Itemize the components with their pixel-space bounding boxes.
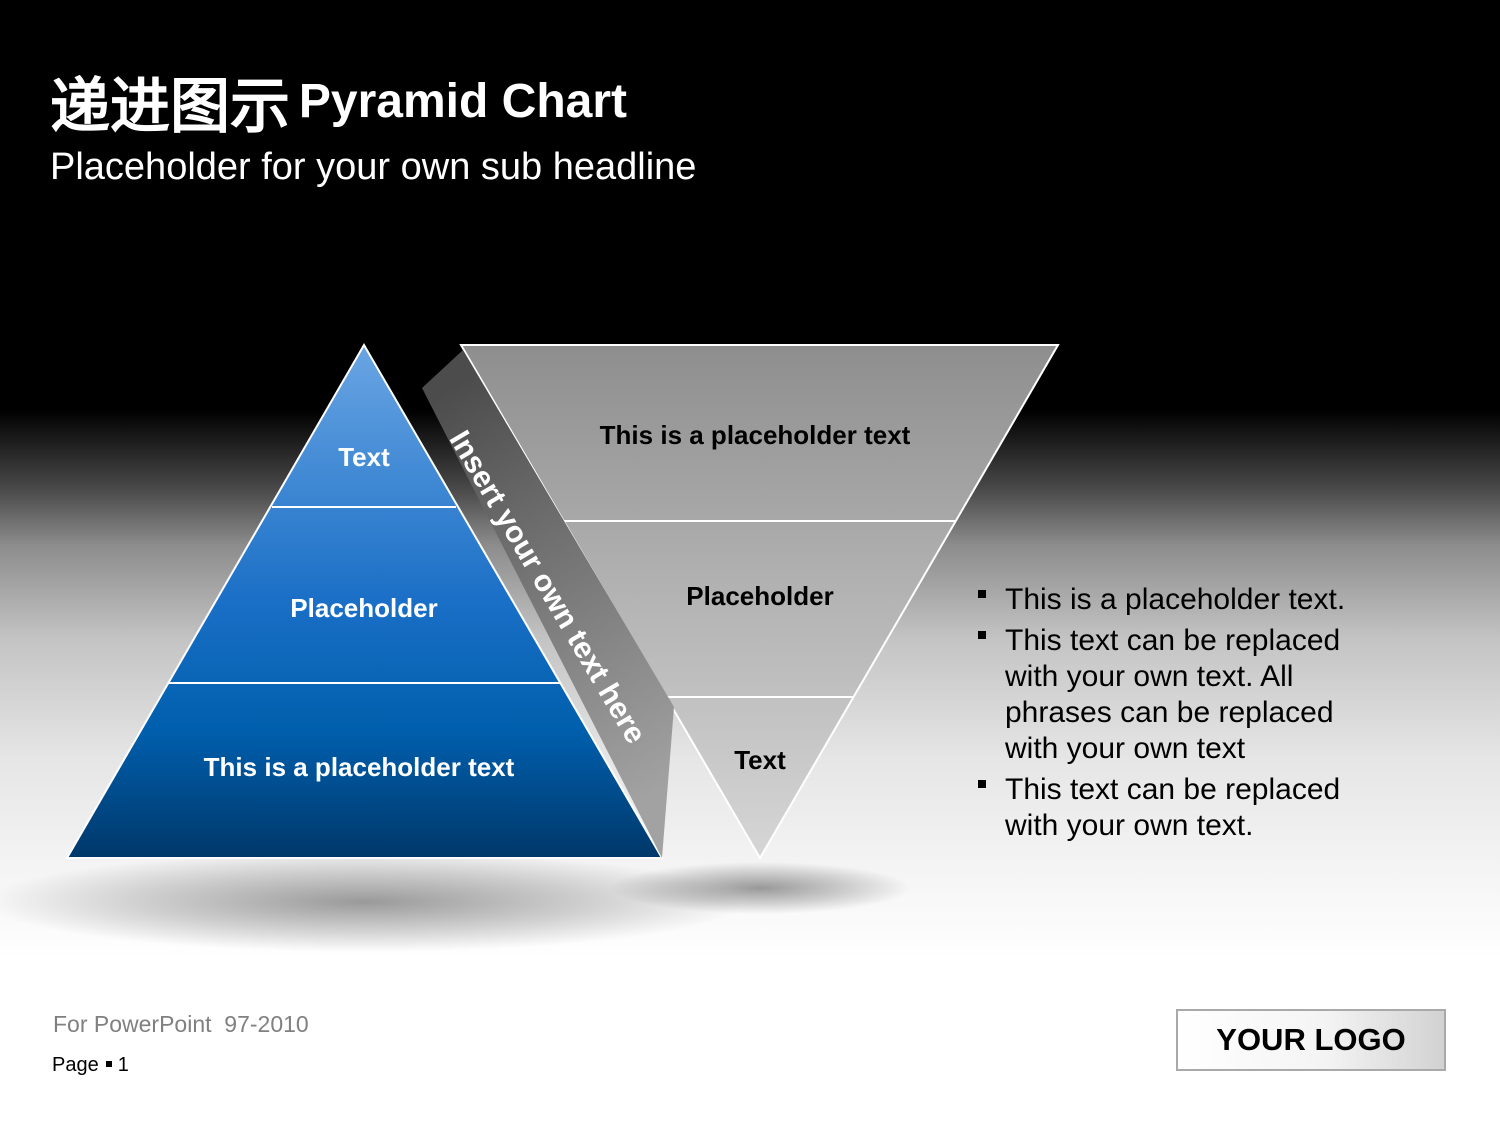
footer-note: For PowerPoint 97-2010 xyxy=(53,1011,309,1037)
list-item: This text can be replaced with your own … xyxy=(975,772,1395,844)
list-item: This is a placeholder text. xyxy=(975,582,1395,618)
pyramid-level-2-label: Placeholder xyxy=(290,593,437,623)
page-title: 递进图示 Pyramid Chart xyxy=(50,58,627,145)
inverted-pyramid-level-2-label: Placeholder xyxy=(686,581,833,611)
inverted-pyramid-level-1-label: This is a placeholder text xyxy=(600,420,911,450)
bullet-text: This text can be replaced with your own … xyxy=(1005,773,1341,842)
bullet-text: This is a placeholder text. xyxy=(1005,583,1346,616)
logo-text: YOUR LOGO xyxy=(1216,1022,1406,1057)
inverted-pyramid-level-3-label: Text xyxy=(734,745,786,775)
page-indicator: Page 1 xyxy=(52,1054,129,1077)
pyramid-shadow xyxy=(0,852,745,952)
list-item: This text can be replaced with your own … xyxy=(975,623,1395,767)
square-bullet-icon xyxy=(978,631,986,639)
pyramid-shape xyxy=(65,343,664,859)
page-title-english: Pyramid Chart xyxy=(298,75,627,128)
inverted-pyramid-shadow xyxy=(610,862,910,914)
logo-placeholder: YOUR LOGO xyxy=(1176,1009,1446,1071)
page-subtitle: Placeholder for your own sub headline xyxy=(50,146,697,188)
page-number: 1 xyxy=(117,1054,129,1076)
pyramid-level-3-label: This is a placeholder text xyxy=(204,752,515,782)
banner-band xyxy=(422,350,674,858)
inverted-pyramid: This is a placeholder text Placeholder T… xyxy=(459,344,1060,860)
square-separator-icon xyxy=(105,1060,112,1067)
square-bullet-icon xyxy=(978,590,986,598)
pyramid: Text Placeholder This is a placeholder t… xyxy=(65,343,664,859)
square-bullet-icon xyxy=(978,780,986,788)
bullet-list: This is a placeholder text. This text ca… xyxy=(975,582,1395,849)
page-label: Page xyxy=(52,1054,99,1076)
bullet-text: This text can be replaced with your own … xyxy=(1005,624,1341,765)
page-title-chinese: 递进图示 xyxy=(50,72,290,142)
pyramid-level-1-label: Text xyxy=(338,442,390,472)
